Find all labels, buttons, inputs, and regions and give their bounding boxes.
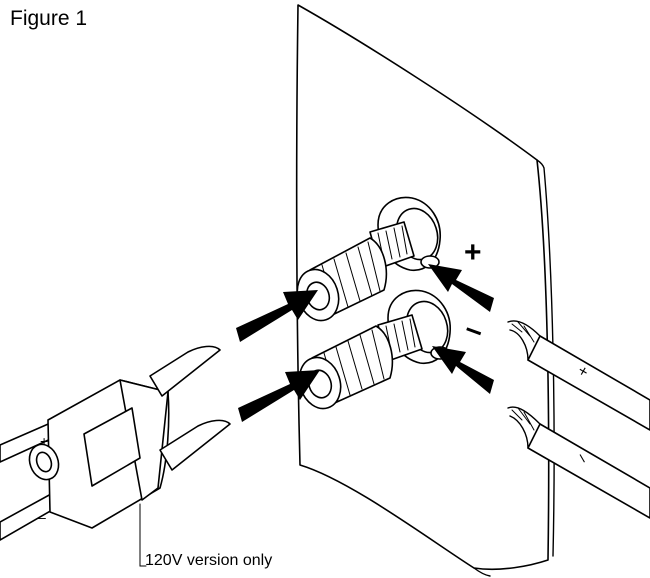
callout-leader bbox=[139, 503, 147, 567]
plug-minus-label: – bbox=[38, 509, 46, 525]
insert-arrows-plug bbox=[236, 290, 320, 422]
callout-label: 120V version only bbox=[145, 552, 273, 569]
plug-plus-label: + bbox=[40, 433, 48, 449]
insert-arrows-wire bbox=[428, 264, 494, 394]
speaker-wires: + – bbox=[507, 320, 650, 519]
positive-binding-post bbox=[296, 196, 441, 322]
terminal-plus-label: + bbox=[464, 236, 482, 269]
banana-plug: + – bbox=[0, 345, 231, 541]
negative-binding-post bbox=[298, 289, 451, 410]
figure-title: Figure 1 bbox=[10, 7, 88, 30]
